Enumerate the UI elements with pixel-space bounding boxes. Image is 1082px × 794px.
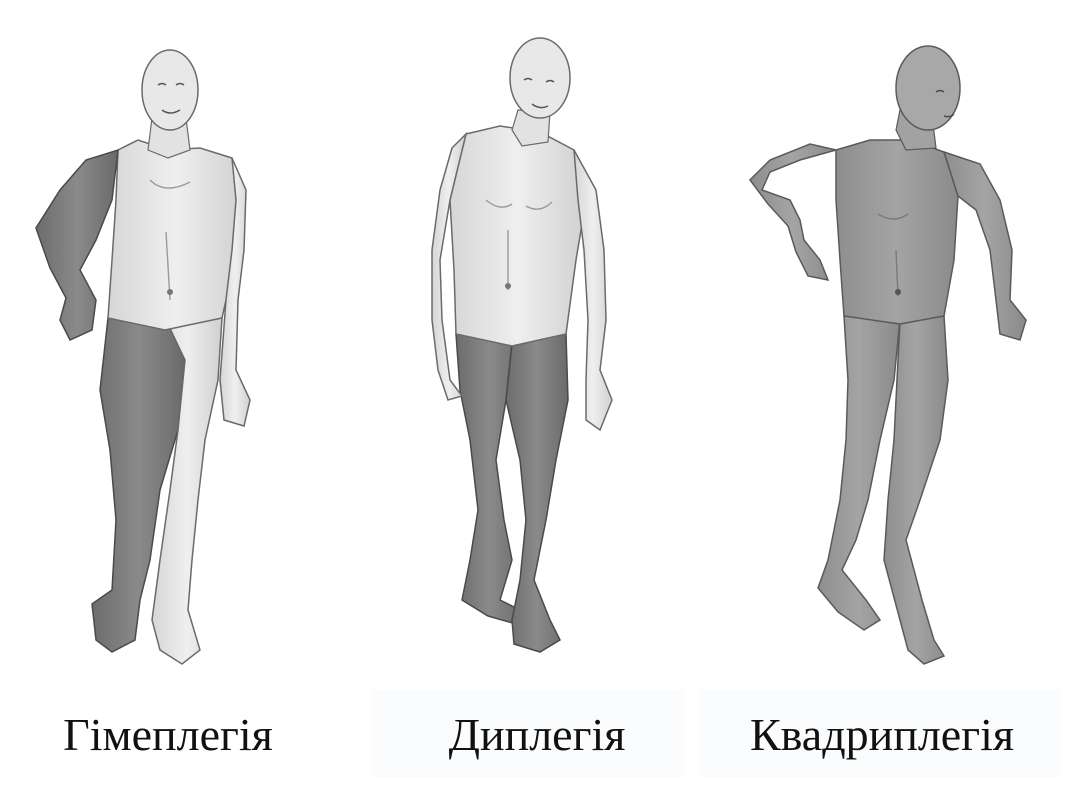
affected-leg-right: [506, 334, 568, 652]
affected-arm-left: [750, 144, 836, 280]
affected-arm-left: [36, 150, 118, 340]
affected-leg-left: [818, 316, 900, 630]
figure-hemiplegia: [36, 50, 250, 664]
torso: [836, 140, 958, 324]
caption-diplegia: Диплегія: [412, 700, 662, 770]
torso: [450, 126, 586, 346]
figure-diplegia: [432, 38, 612, 652]
unaffected-arm-right: [574, 150, 612, 430]
torso: [108, 140, 244, 330]
caption-hemiplegia: Гімеплегія: [28, 700, 308, 770]
affected-arm-right: [944, 152, 1026, 340]
head: [142, 50, 198, 130]
head: [896, 46, 960, 130]
figure-quadriplegia: [750, 46, 1026, 664]
caption-quadriplegia: Квадриплегія: [712, 700, 1052, 770]
head: [510, 38, 570, 118]
